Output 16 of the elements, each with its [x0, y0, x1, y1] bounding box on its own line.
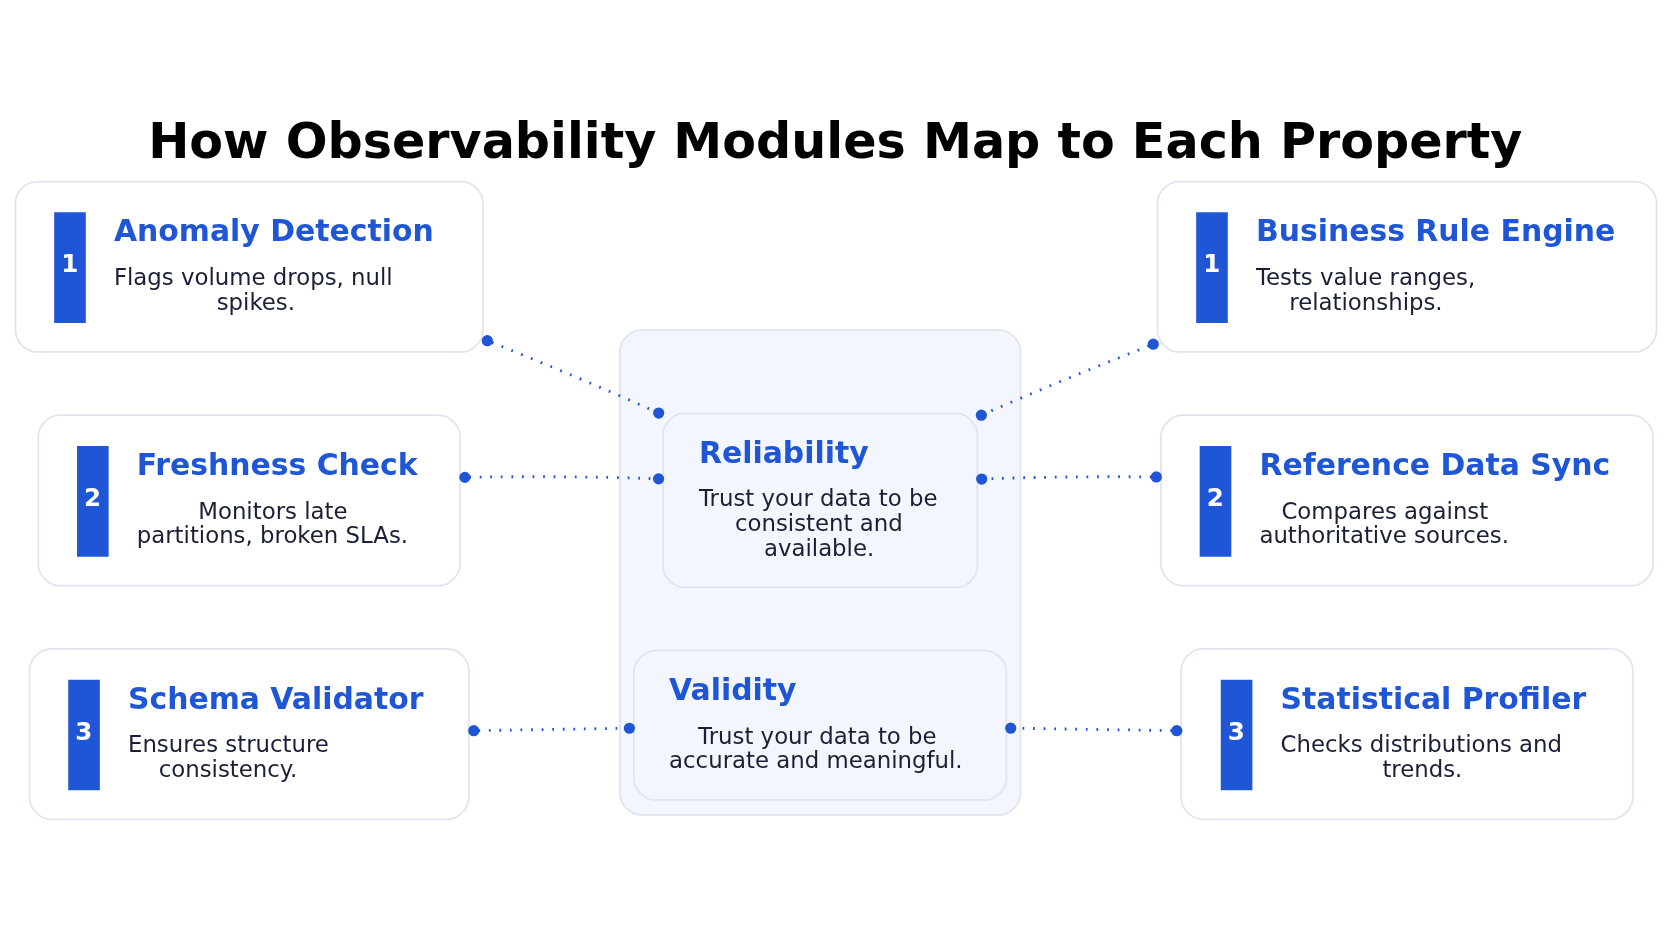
- connector: [459, 471, 665, 484]
- node-box: Validity Trust your data to be accurate and meaningful.: [633, 649, 1008, 801]
- node-box: 2 Freshness Check Monitors late partitions, broken SLAs.: [37, 413, 461, 586]
- node-box: 2 Reference Data Sync Compares against authoritative sources.: [1160, 413, 1654, 586]
- connector: [1005, 722, 1183, 736]
- connector: [468, 722, 636, 736]
- node-box: Reliability Trust your data to be consistent and available.: [662, 412, 979, 588]
- node-box: 3 Statistical Profiler Checks distributions and trends.: [1180, 647, 1634, 820]
- connector: [481, 334, 665, 419]
- connector: [975, 338, 1159, 421]
- node-box: 3 Schema Validator Ensures structure consistency.: [28, 647, 470, 820]
- node-box: 1 Business Rule Engine Tests value ranges, relationships.: [1156, 180, 1658, 353]
- node-box: 1 Anomaly Detection Flags volume drops, null spikes.: [14, 180, 484, 353]
- connector: [976, 470, 1162, 485]
- cluster: [619, 328, 1022, 816]
- diagram-title: How Observability Modules Map to Each Property: [148, 111, 1523, 170]
